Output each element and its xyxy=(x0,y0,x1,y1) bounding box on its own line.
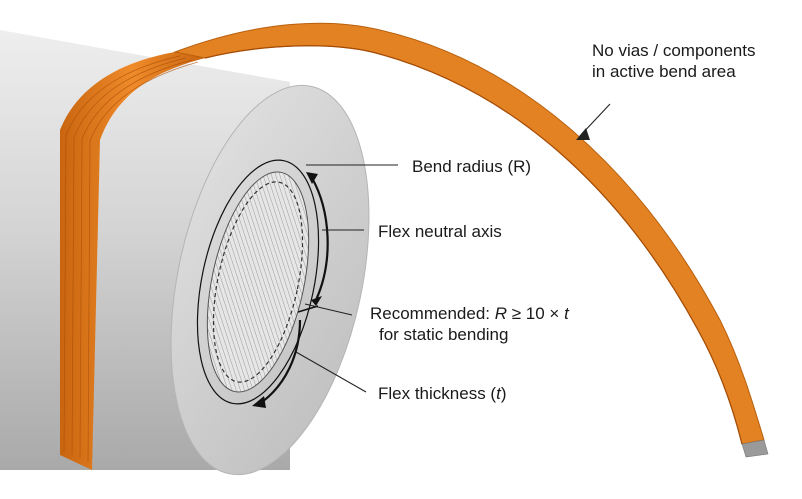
flex-band-wrap-traces xyxy=(63,55,199,463)
flex-connector-tips xyxy=(741,439,769,458)
thickness-suffix: ) xyxy=(500,384,507,403)
thickness-tick xyxy=(297,305,319,313)
thickness-var-t: t xyxy=(496,384,501,403)
bend-radius-arrow xyxy=(306,172,329,306)
no-vias-label: No vias / components in active bend area xyxy=(592,40,755,82)
recommended-relation: ≥ 10 × xyxy=(507,304,565,323)
static-bending-line: for static bending xyxy=(379,325,509,344)
recommended-label: Recommended: R ≥ 10 × t for static bendi… xyxy=(370,303,569,345)
neutral-axis-label: Flex neutral axis xyxy=(378,222,502,241)
flex-band-arc-edge xyxy=(204,45,743,445)
no-vias-line1: No vias / components xyxy=(592,41,756,60)
thickness-label: Flex thickness (t) xyxy=(378,383,507,404)
no-vias-arrowhead xyxy=(576,128,590,140)
flex-band-wrap xyxy=(60,52,205,470)
cross-section-detail xyxy=(196,159,320,405)
thickness-prefix: Flex thickness ( xyxy=(378,384,497,403)
outer-bend-ellipse xyxy=(196,159,320,405)
neutral-axis-ellipse xyxy=(212,181,304,383)
no-vias-line2: in active bend area xyxy=(592,62,736,81)
thickness-arrow xyxy=(252,319,302,408)
recommended-prefix: Recommended: xyxy=(370,304,495,323)
recommended-var-r: R xyxy=(494,304,508,323)
recommended-var-t: t xyxy=(564,304,569,323)
recommended-line1: Recommended: R ≥ 10 × t xyxy=(370,303,569,324)
bend-radius-label: Bend radius (R) xyxy=(412,157,532,176)
